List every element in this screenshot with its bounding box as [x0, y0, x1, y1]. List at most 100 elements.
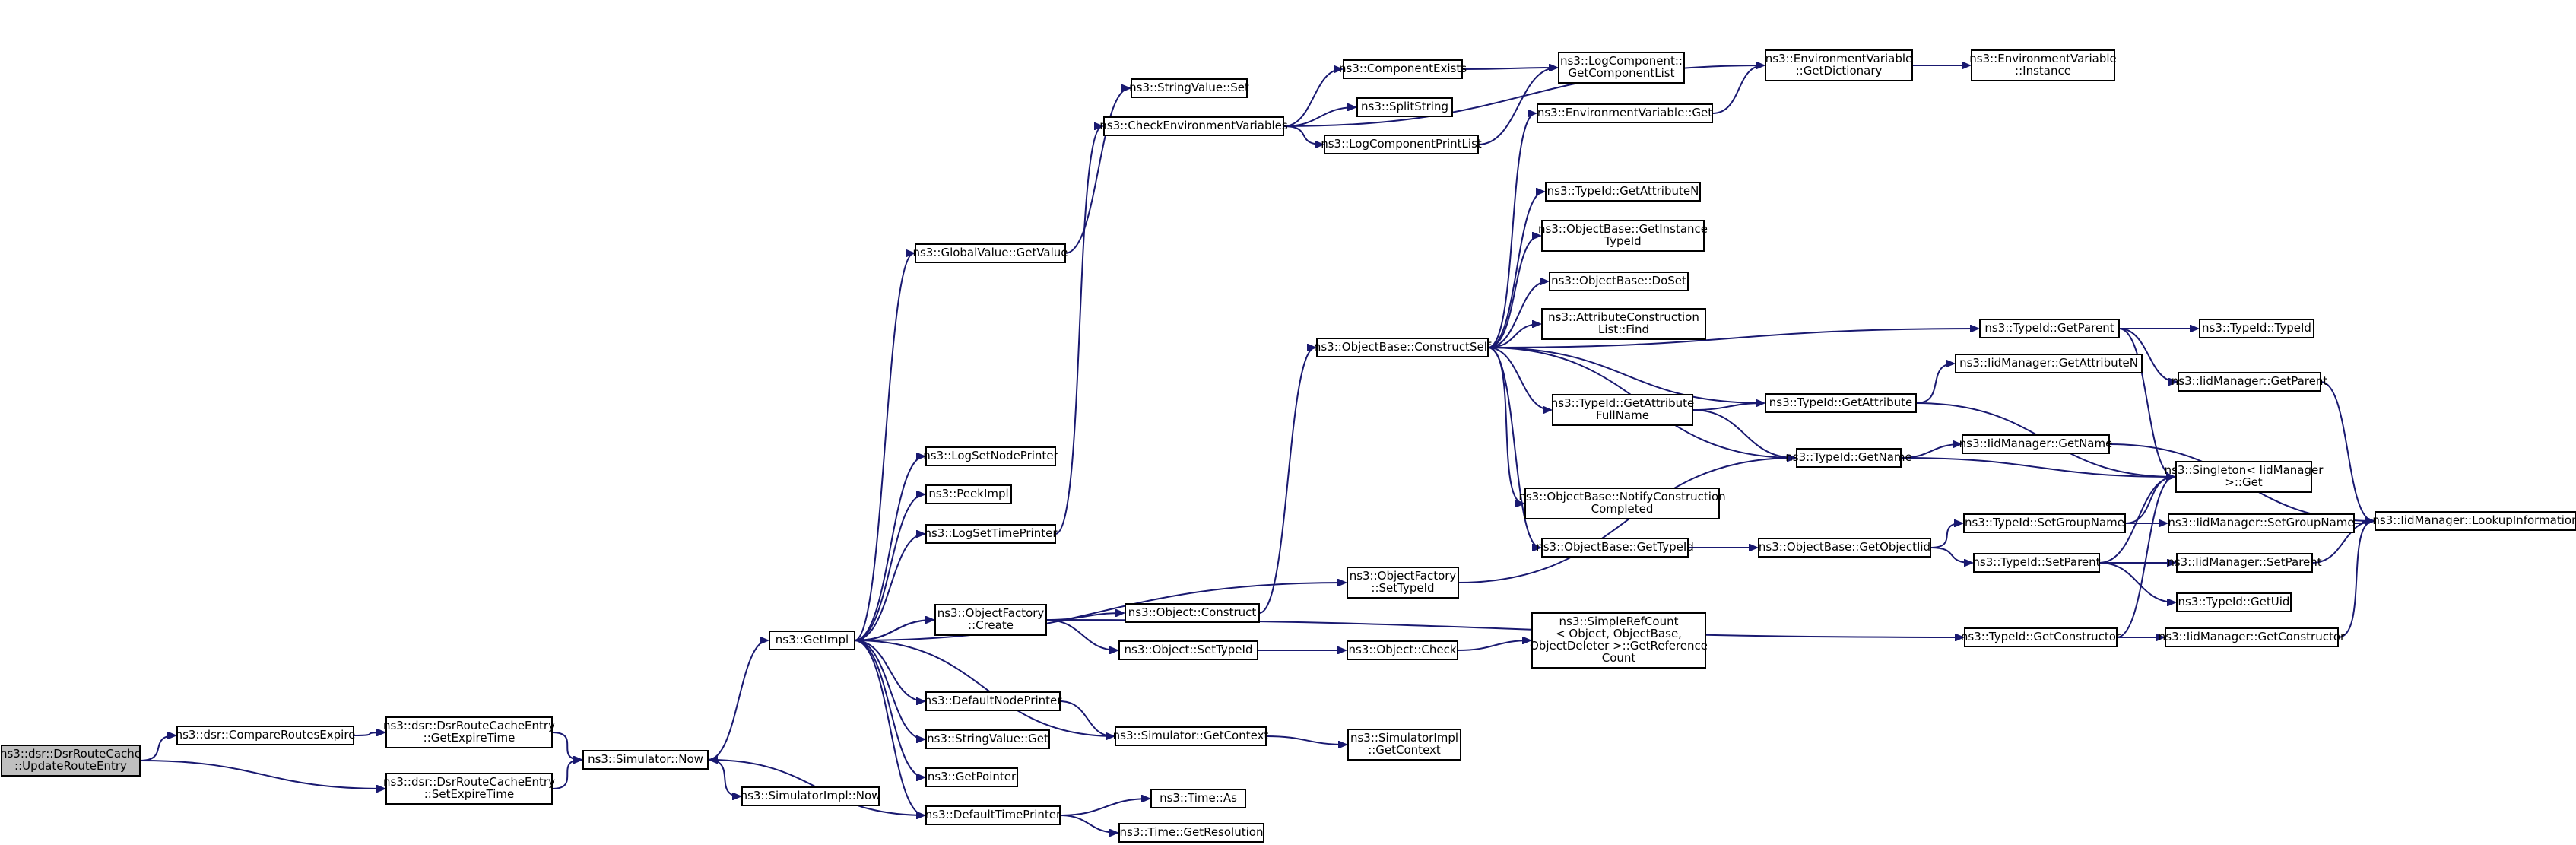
node-label: ns3::TypeId::GetAttribute — [1769, 395, 1912, 409]
function-node-defnode[interactable]: ns3::DefaultNodePrinter — [925, 691, 1063, 711]
function-node-iidgetname[interactable]: ns3::IidManager::GetName — [1959, 434, 2113, 454]
node-label: ns3::StringValue::Set — [1129, 81, 1249, 94]
function-node-getptr[interactable]: ns3::GetPointer — [925, 767, 1018, 787]
function-node-tidtypeid[interactable]: ns3::TypeId::TypeId — [2199, 319, 2314, 338]
function-node-ofcreate[interactable]: ns3::ObjectFactory::Create — [934, 604, 1047, 636]
function-node-simimplnow[interactable]: ns3::SimulatorImpl::Now — [741, 786, 881, 806]
function-node-notify[interactable]: ns3::ObjectBase::NotifyConstructionCompl… — [1518, 488, 1726, 519]
node-label: ns3::DefaultTimePrinter — [925, 808, 1061, 821]
node-box — [925, 805, 1061, 825]
node-label: FullName — [1596, 408, 1649, 422]
node-label: List::Find — [1598, 322, 1649, 336]
function-node-peek[interactable]: ns3::PeekImpl — [925, 484, 1012, 504]
node-box — [582, 750, 709, 770]
function-node-doset[interactable]: ns3::ObjectBase::DoSet — [1549, 272, 1689, 291]
node-label: ns3::EnvironmentVariable — [1969, 52, 2116, 65]
function-node-gvget[interactable]: ns3::GlobalValue::GetValue — [912, 243, 1068, 263]
function-node-simgetctx[interactable]: ns3::Simulator::GetContext — [1113, 726, 1269, 746]
node-label: ns3::dsr::CompareRoutesExpire — [176, 728, 356, 742]
function-node-getobjtid[interactable]: ns3::ObjectBase::GetTypeId — [1536, 538, 1694, 558]
function-node-singleton[interactable]: ns3::Singleton< IidManager>::Get — [2165, 461, 2324, 493]
function-node-tidgetctor[interactable]: ns3::TypeId::GetConstructor — [1961, 627, 2121, 647]
node-box — [1118, 823, 1264, 843]
function-node-logtime[interactable]: ns3::LogSetTimePrinter — [924, 524, 1058, 544]
function-node-logprint[interactable]: ns3::LogComponentPrintList — [1321, 135, 1482, 154]
edge-simnow-to-simimplnow — [707, 759, 741, 796]
function-node-simimplgetctx[interactable]: ns3::SimulatorImpl::GetContext — [1347, 729, 1461, 761]
function-node-tidgetparent[interactable]: ns3::TypeId::GetParent — [1979, 319, 2120, 338]
node-box — [925, 446, 1056, 466]
function-node-root[interactable]: ns3::dsr::DsrRouteCache::UpdateRouteEntr… — [0, 745, 141, 777]
edge-tidsetparent-to-singleton — [2099, 477, 2175, 564]
edge-iidsetparent-to-iidlookup — [2311, 521, 2374, 564]
function-node-iidsetgroup[interactable]: ns3::IidManager::SetGroupName — [2168, 513, 2355, 533]
function-node-simnow[interactable]: ns3::Simulator::Now — [582, 750, 709, 770]
edge-iidgetparent-to-iidlookup — [2320, 381, 2374, 521]
node-box — [1537, 103, 1713, 123]
edge-getattrfull-to-tidgetname — [1692, 409, 1795, 458]
node-label: ns3::GlobalValue::GetValue — [912, 246, 1068, 259]
node-box — [925, 691, 1061, 711]
node-label: ns3::TypeId::GetConstructor — [1961, 630, 2121, 643]
function-node-iidgetctor[interactable]: ns3::IidManager::GetConstructor — [2159, 627, 2346, 647]
function-node-getimpl[interactable]: ns3::GetImpl — [769, 631, 855, 650]
function-node-tidgetname[interactable]: ns3::TypeId::GetName — [1785, 448, 1912, 468]
function-node-tidsetparent[interactable]: ns3::TypeId::SetParent — [1972, 553, 2101, 573]
function-node-ofsettypeid[interactable]: ns3::ObjectFactory::SetTypeId — [1347, 567, 1459, 599]
function-node-deftime[interactable]: ns3::DefaultTimePrinter — [925, 805, 1061, 825]
edge-setexp-to-simnow — [551, 760, 582, 789]
node-label: ns3::TypeId::GetAttribute — [1551, 396, 1694, 410]
function-node-svget[interactable]: ns3::StringValue::Get — [925, 729, 1050, 749]
function-node-settypeid[interactable]: ns3::Object::SetTypeId — [1118, 640, 1258, 660]
node-label: ns3::LogSetTimePrinter — [924, 526, 1058, 540]
node-box — [1541, 308, 1706, 340]
function-node-compexists[interactable]: ns3::ComponentExists — [1339, 59, 1467, 79]
node-label: ns3::IidManager::LookupInformation — [2372, 513, 2576, 527]
function-node-ocheck[interactable]: ns3::Object::Check — [1347, 640, 1458, 660]
node-box — [1347, 567, 1459, 599]
function-node-logcomplist[interactable]: ns3::LogComponent::GetComponentList — [1558, 52, 1685, 84]
function-node-simplerefcount[interactable]: ns3::SimpleRefCount< Object, ObjectBase,… — [1530, 612, 1708, 669]
function-node-lognode[interactable]: ns3::LogSetNodePrinter — [923, 446, 1059, 466]
node-label: ns3::GetPointer — [928, 770, 1017, 783]
node-box — [2199, 319, 2314, 338]
function-node-timeas[interactable]: ns3::Time::As — [1150, 789, 1246, 808]
node-label: ns3::DefaultNodePrinter — [925, 694, 1063, 707]
edge-simnow-to-getimpl — [707, 640, 768, 761]
function-node-iidsetparent[interactable]: ns3::IidManager::SetParent — [2167, 553, 2322, 573]
function-node-constructself[interactable]: ns3::ObjectBase::ConstructSelf — [1314, 338, 1492, 357]
function-node-envinst[interactable]: ns3::EnvironmentVariable::Instance — [1969, 49, 2117, 81]
function-node-timeres[interactable]: ns3::Time::GetResolution — [1118, 823, 1264, 843]
function-node-split[interactable]: ns3::SplitString — [1356, 97, 1453, 117]
edge-constructself-to-getobjtid — [1487, 347, 1540, 548]
function-node-iidgetattrn[interactable]: ns3::IidManager::GetAttributeN — [1955, 354, 2143, 373]
function-node-getobjectiid[interactable]: ns3::ObjectBase::GetObjectIid — [1758, 538, 1931, 558]
node-box — [1962, 434, 2110, 454]
node-box — [1131, 78, 1248, 98]
function-node-envget[interactable]: ns3::EnvironmentVariable::Get — [1537, 103, 1713, 123]
function-node-setexp[interactable]: ns3::dsr::DsrRouteCacheEntry::SetExpireT… — [383, 773, 555, 805]
function-node-checkenv[interactable]: ns3::CheckEnvironmentVariables — [1099, 116, 1288, 136]
edge-getimpl-to-svget — [854, 640, 925, 739]
edge-logtime-to-checkenv — [1055, 126, 1102, 535]
edge-root-to-setexp — [139, 760, 385, 789]
function-node-tidgetattr[interactable]: ns3::TypeId::GetAttribute — [1765, 393, 1917, 413]
function-node-compare[interactable]: ns3::dsr::CompareRoutesExpire — [176, 726, 356, 745]
function-node-getexp[interactable]: ns3::dsr::DsrRouteCacheEntry::GetExpireT… — [383, 716, 555, 748]
function-node-iidgetparent[interactable]: ns3::IidManager::GetParent — [2172, 372, 2328, 392]
function-node-svset[interactable]: ns3::StringValue::Set — [1129, 78, 1249, 98]
function-node-tidgetuid[interactable]: ns3::TypeId::GetUid — [2176, 592, 2292, 612]
function-node-tidsetgroup[interactable]: ns3::TypeId::SetGroupName — [1963, 513, 2126, 533]
function-node-getattrn[interactable]: ns3::TypeId::GetAttributeN — [1545, 182, 1701, 202]
node-label: ns3::TypeId::GetUid — [2178, 595, 2290, 608]
node-label: ns3::TypeId::SetParent — [1972, 555, 2100, 569]
function-node-iidlookup[interactable]: ns3::IidManager::LookupInformation — [2372, 511, 2576, 531]
function-node-envdict[interactable]: ns3::EnvironmentVariable::GetDictionary — [1765, 49, 1913, 81]
node-box — [2165, 627, 2339, 647]
function-node-construct[interactable]: ns3::Object::Construct — [1125, 603, 1260, 623]
node-box — [2175, 461, 2312, 493]
edge-ofsettypeid-to-tidgetname — [1458, 458, 1795, 583]
